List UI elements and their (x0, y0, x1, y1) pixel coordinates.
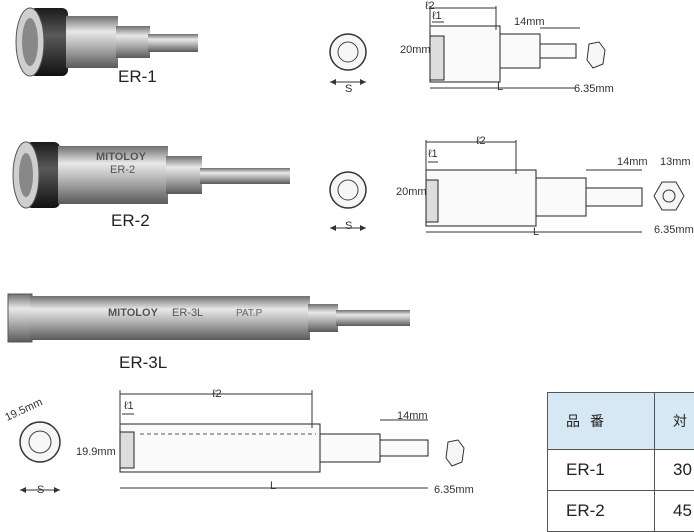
er3l-l1-dim: ℓ1 (124, 400, 134, 412)
er3l-patent: PAT.P (236, 308, 262, 319)
er3l-l2-dim: ℓ2 (212, 388, 222, 400)
er1-hex-dim: 14mm (514, 16, 545, 28)
er3l-marking: ER-3L (172, 307, 203, 319)
er2-label: ER-2 (111, 211, 150, 231)
er1-label: ER-1 (118, 67, 157, 87)
er3l-height-dim: 19.9mm (76, 446, 116, 458)
er3l-tool-photo (0, 284, 420, 354)
cell-size: 30 (655, 450, 694, 491)
er1-hex-end-view (585, 40, 609, 74)
cell-part: ER-2 (548, 491, 655, 532)
er2-hex-dim: 14mm (617, 156, 648, 168)
er3l-section-drawing (90, 384, 480, 500)
er3l-length-dim: L (270, 480, 276, 492)
header-part-number: 品番 (548, 393, 655, 450)
er3l-hex-end-view (444, 438, 468, 472)
header-size: 対 (655, 393, 694, 450)
cell-part: ER-1 (548, 450, 655, 491)
er3l-socket-dim: S (37, 484, 44, 496)
er1-height-dim: 20mm (400, 44, 431, 56)
er2-end-hex-dim: 13mm (660, 156, 691, 168)
spec-table: 品番 対 ER-1 30 ER-2 45 (547, 392, 694, 532)
er2-l2-dim: ℓ2 (476, 135, 486, 147)
er3l-brand: MITOLOY (108, 307, 158, 319)
er2-l1-dim: ℓ1 (428, 148, 438, 160)
er1-socket-dim: S (345, 83, 352, 95)
er1-l1-dim: ℓ1 (432, 10, 442, 22)
table-row: ER-2 45 (548, 491, 694, 532)
er2-length-dim: L (533, 226, 539, 238)
er2-brand: MITOLOY (96, 151, 146, 163)
er3l-shank-dim: 6.35mm (434, 484, 474, 496)
spec-table-header: 品番 対 (548, 393, 694, 450)
table-row: ER-1 30 (548, 450, 694, 491)
er1-tool-photo (0, 0, 210, 110)
er2-height-dim: 20mm (396, 186, 427, 198)
er3l-hex-dim: 14mm (397, 410, 428, 422)
er1-shank-dim: 6.35mm (574, 83, 614, 95)
er2-tool-photo (0, 130, 300, 230)
cell-size: 45 (655, 491, 694, 532)
er2-socket-dim: S (345, 220, 352, 232)
er2-marking: ER-2 (110, 164, 135, 176)
er2-shank-dim: 6.35mm (654, 224, 694, 236)
er1-length-dim: L (497, 81, 503, 93)
er3l-label: ER-3L (119, 353, 167, 373)
